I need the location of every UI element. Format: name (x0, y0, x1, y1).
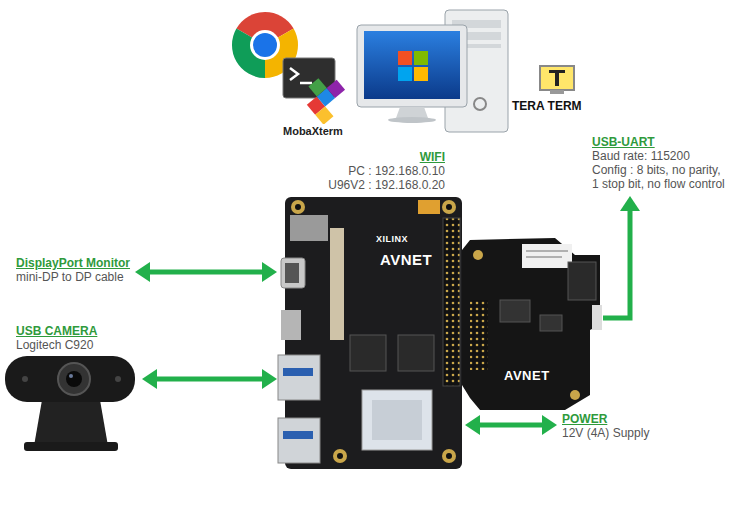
arrow-head (262, 369, 277, 389)
section-heading: POWER (562, 412, 649, 426)
arrow-head (262, 262, 277, 282)
arrow-head (465, 415, 480, 435)
app-name: TERA TERM (510, 99, 584, 113)
connector-line (603, 209, 630, 318)
usb-webcam (5, 356, 135, 451)
port-annotation: DisplayPort Monitormini-DP to DP cable (14, 254, 132, 286)
connector-line (148, 270, 264, 275)
detail-text: Logitech C920 (16, 338, 137, 352)
section-heading: DisplayPort Monitor (16, 256, 130, 270)
detail-text: Baud rate: 115200 (592, 149, 725, 163)
detail-text: mini-DP to DP cable (16, 270, 130, 284)
connector-arrow (142, 369, 277, 389)
silkscreen-logo: AVNET (380, 252, 432, 269)
power-annotation: POWER12V (4A) Supply (560, 410, 651, 442)
arrow-head (135, 262, 150, 282)
adapter-box: AVNET (462, 235, 600, 413)
section-heading: WIFI (420, 150, 445, 164)
board-box: XILINX AVNET (280, 195, 462, 470)
ultra96-board (278, 197, 462, 469)
pc-monitor (357, 25, 467, 123)
uart-annotation: USB-UARTBaud rate: 115200Config : 8 bits… (590, 133, 727, 193)
arrow-head (620, 196, 640, 211)
mobaxterm-icon (283, 58, 353, 125)
arrow-head (542, 415, 557, 435)
connector-arrow (135, 262, 277, 282)
detail-text: 12V (4A) Supply (562, 426, 649, 440)
ip-address: PC : 192.168.0.10 (348, 164, 445, 178)
connector-line (478, 423, 544, 428)
jtag-adapter (462, 238, 602, 410)
detail-text: 1 stop bit, no flow control (592, 177, 725, 191)
arrow-head (142, 369, 157, 389)
connector-line (155, 377, 264, 382)
silkscreen-logo: XILINX (376, 235, 408, 245)
section-heading: USB-UART (592, 135, 725, 149)
detail-text: Config : 8 bits, no parity, (592, 163, 725, 177)
camera-annotation: USB CAMERALogitech C920 (14, 322, 139, 454)
app-name: MobaXterm (281, 124, 345, 138)
teraterm-icon (540, 66, 574, 94)
connector-arrow (603, 196, 640, 318)
section-heading: USB CAMERA (16, 324, 137, 338)
ip-address: U96V2 : 192.168.0.20 (328, 178, 445, 192)
silkscreen-logo: AVNET (504, 369, 550, 383)
connector-arrow (465, 415, 557, 435)
